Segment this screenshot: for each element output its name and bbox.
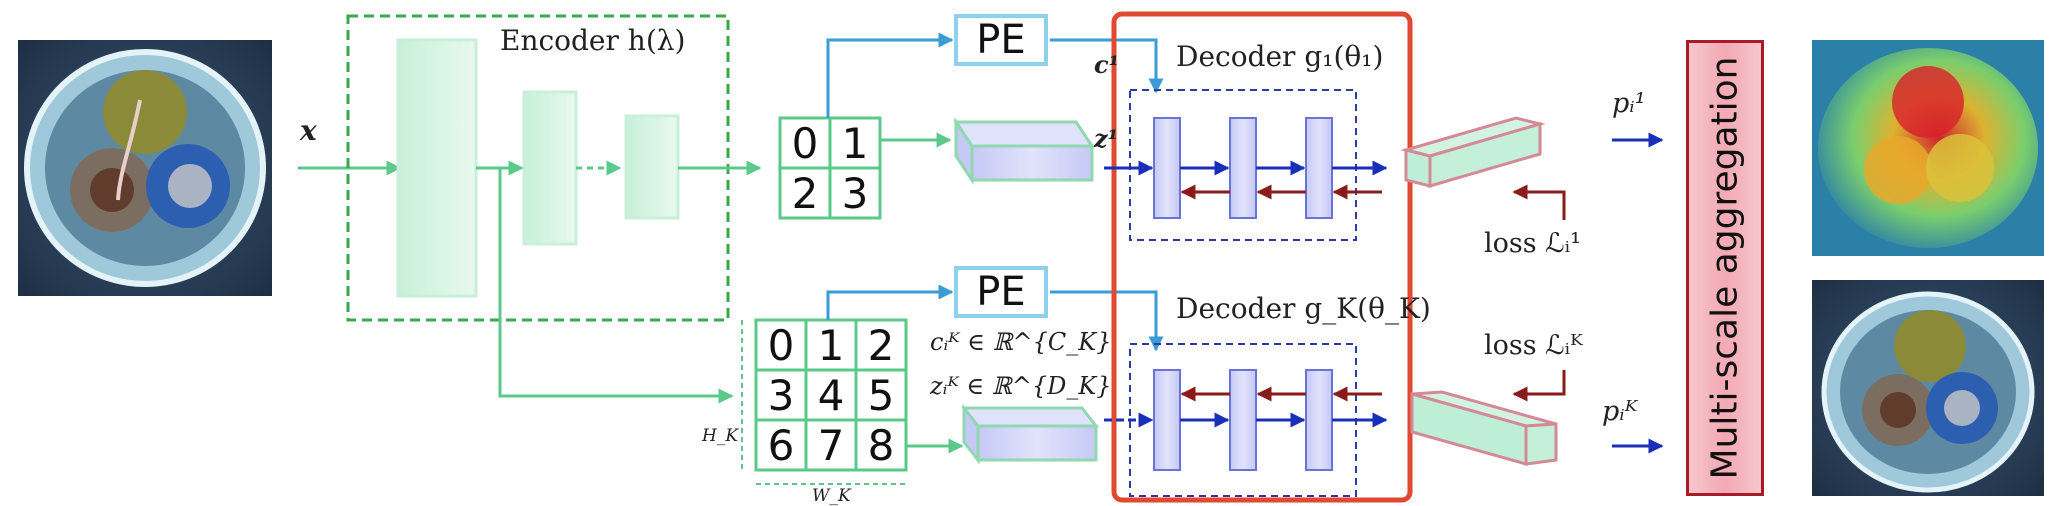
input-label: x	[300, 114, 317, 147]
multi-scale-aggregation-block: Multi-scale aggregation	[1686, 40, 1764, 496]
decoder-1-label: Decoder g₁(θ₁)	[1176, 40, 1384, 73]
output-image	[1812, 280, 2044, 496]
grid1-cell-0: 0	[791, 118, 819, 168]
embedding-cuboid-1	[953, 117, 1095, 185]
grid2-cell-6: 6	[767, 420, 795, 470]
width-label: W_K	[812, 486, 851, 506]
p1-label: pᵢ¹	[1612, 88, 1646, 119]
z1-label: z¹	[1094, 124, 1119, 153]
output-cuboid-1	[1400, 116, 1546, 188]
grid2-cell-8: 8	[867, 420, 895, 470]
decoder-K-layers	[1153, 369, 1333, 471]
grid2-cell-1: 1	[817, 320, 845, 370]
encoder-label: Encoder h(λ)	[500, 24, 686, 57]
grid1-cell-1: 1	[841, 118, 869, 168]
grid2-cell-0: 0	[767, 320, 795, 370]
branch-arrow	[498, 168, 734, 404]
grid1-cell-3: 3	[841, 168, 869, 218]
c1-label: c¹	[1094, 50, 1120, 79]
grid2-cell-3: 3	[767, 370, 795, 420]
grid2-cell-5: 5	[867, 370, 895, 420]
input-image	[18, 40, 272, 296]
grid-3x3	[754, 318, 908, 472]
loss-K-label: loss ℒᵢᴷ	[1484, 330, 1583, 361]
output-cuboid-K	[1410, 390, 1558, 466]
aggregation-label: Multi-scale aggregation	[1704, 56, 1746, 480]
pe-box-bottom: PE	[954, 266, 1048, 318]
height-label: H_K	[702, 426, 739, 446]
grid2-cell-7: 7	[817, 420, 845, 470]
embedding-cuboid-K	[960, 403, 1100, 465]
decoder-1-box	[1129, 89, 1357, 241]
grid2-cell-4: 4	[817, 370, 845, 420]
pK-label: pᵢᴷ	[1602, 396, 1638, 427]
decoder-K-label: Decoder g_K(θ_K)	[1176, 292, 1431, 325]
grid1-cell-2: 2	[791, 168, 819, 218]
loss-1-label: loss ℒᵢ¹	[1484, 228, 1581, 259]
pe-box-top: PE	[954, 14, 1048, 66]
grid2-cell-2: 2	[867, 320, 895, 370]
encoder-layer-3	[624, 114, 680, 220]
cK-label: cᵢᴷ ∈ ℝ^{C_K}	[930, 328, 1112, 356]
decoders-container	[1111, 11, 1413, 503]
grid-2x2	[778, 116, 882, 220]
encoder-layer-1	[396, 38, 478, 298]
zK-label: zᵢᴷ ∈ ℝ^{D_K}	[930, 372, 1112, 400]
heatmap-image	[1812, 40, 2044, 256]
encoder-layer-2	[522, 90, 578, 246]
